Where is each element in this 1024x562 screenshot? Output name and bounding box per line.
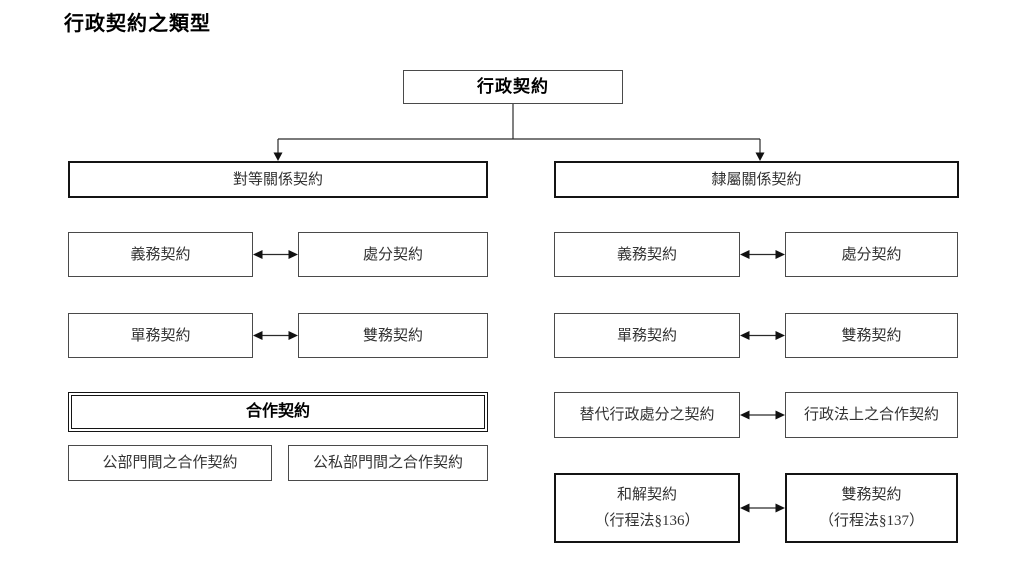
node-label-line: 雙務契約 (841, 486, 902, 503)
node-label-line: （行程法§137） (818, 513, 924, 529)
node-label-line: （行程法§136） (594, 513, 700, 529)
node-admin-law-cooperation-contract: 行政法上之合作契約 (785, 392, 958, 438)
double-arrow-icon (740, 331, 785, 340)
page-title: 行政契約之類型 (64, 13, 211, 35)
node-obligation-contract-left: 義務契約 (68, 232, 253, 277)
node-bilateral-contract-right: 雙務契約 (785, 313, 958, 358)
node-obligation-contract-right: 義務契約 (554, 232, 740, 277)
down-arrow-icon (273, 152, 283, 161)
node-disposition-contract-left: 處分契約 (298, 232, 488, 277)
node-public-private-cooperation-contract: 公私部門間之合作契約 (288, 445, 488, 481)
double-arrow-icon (740, 503, 785, 513)
node-substitute-disposition-contract: 替代行政處分之契約 (554, 392, 740, 438)
double-arrow-icon (740, 250, 785, 259)
double-arrow-icon (740, 410, 785, 420)
node-unilateral-contract-left: 單務契約 (68, 313, 253, 358)
node-disposition-contract-right: 處分契約 (785, 232, 958, 277)
node-subordinate-relation-contract: 隸屬關係契約 (554, 161, 959, 198)
node-bilateral-contract-137: 雙務契約 （行程法§137） (785, 473, 958, 543)
node-settlement-contract: 和解契約 （行程法§136） (554, 473, 740, 543)
node-unilateral-contract-right: 單務契約 (554, 313, 740, 358)
down-arrow-icon (755, 152, 765, 161)
double-arrow-icon (253, 250, 298, 259)
double-arrow-icon (253, 331, 298, 340)
node-cooperation-contract: 合作契約 (68, 392, 488, 432)
node-bilateral-contract-left: 雙務契約 (298, 313, 488, 358)
node-administrative-contract: 行政契約 (403, 70, 623, 104)
node-public-sector-cooperation-contract: 公部門間之合作契約 (68, 445, 272, 481)
node-equal-relation-contract: 對等關係契約 (68, 161, 488, 198)
node-label-line: 和解契約 (616, 486, 677, 503)
